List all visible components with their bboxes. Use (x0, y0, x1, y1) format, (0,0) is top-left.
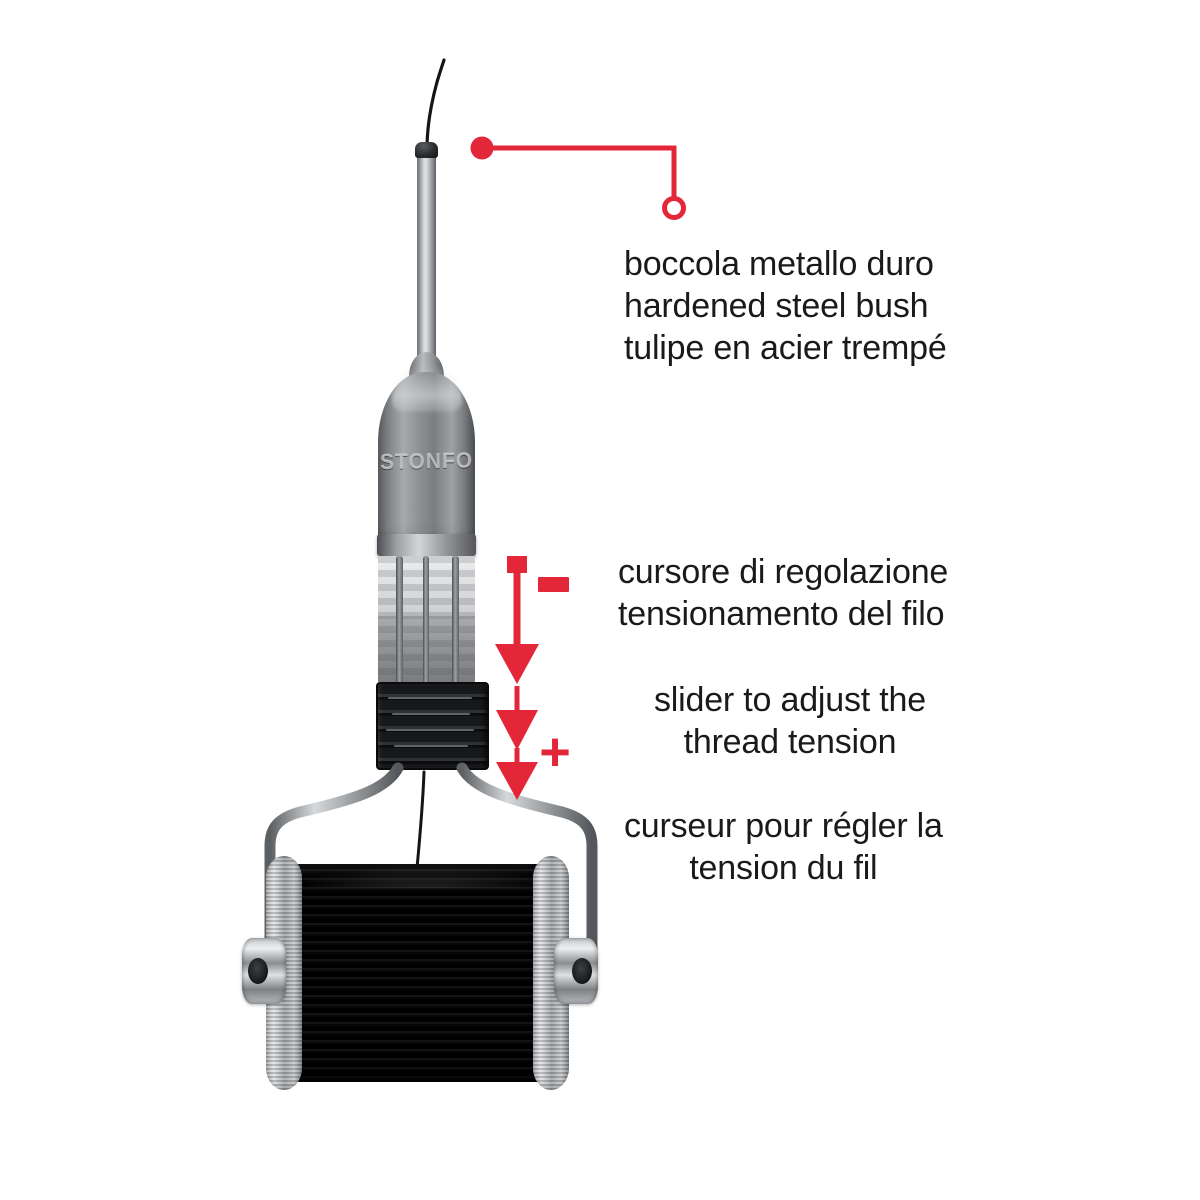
bobbin-tube (417, 152, 436, 394)
spool-axle-hole-right (572, 958, 592, 984)
annotation-slider-english: slider to adjust the thread tension (654, 681, 926, 761)
slider-rib-highlight (392, 713, 470, 715)
head-base-plate (377, 534, 476, 556)
slider-rib-highlight (394, 745, 468, 747)
guide-rod-center (423, 556, 429, 686)
thread-tension-slider[interactable] (376, 682, 489, 770)
slider-rib-highlight (388, 697, 472, 699)
guide-rod-right (452, 556, 459, 686)
hardened-steel-bush-tip (415, 142, 438, 158)
tension-minus-symbol (538, 577, 569, 592)
annotation-slider-french: curseur pour régler la tension du fil (624, 807, 943, 887)
slider-rib-highlight (386, 729, 474, 731)
spool-axle-hole-left (248, 958, 268, 984)
thread-spool-body (289, 864, 562, 1082)
head-highlight (392, 364, 462, 412)
guide-rod-left (396, 556, 403, 686)
tension-plus-symbol: + (539, 722, 571, 782)
annotation-hardened-steel-bush: boccola metallo duro hardened steel bush… (624, 245, 947, 367)
annotation-slider-italian: cursore di regolazione tensionamento del… (618, 553, 949, 633)
